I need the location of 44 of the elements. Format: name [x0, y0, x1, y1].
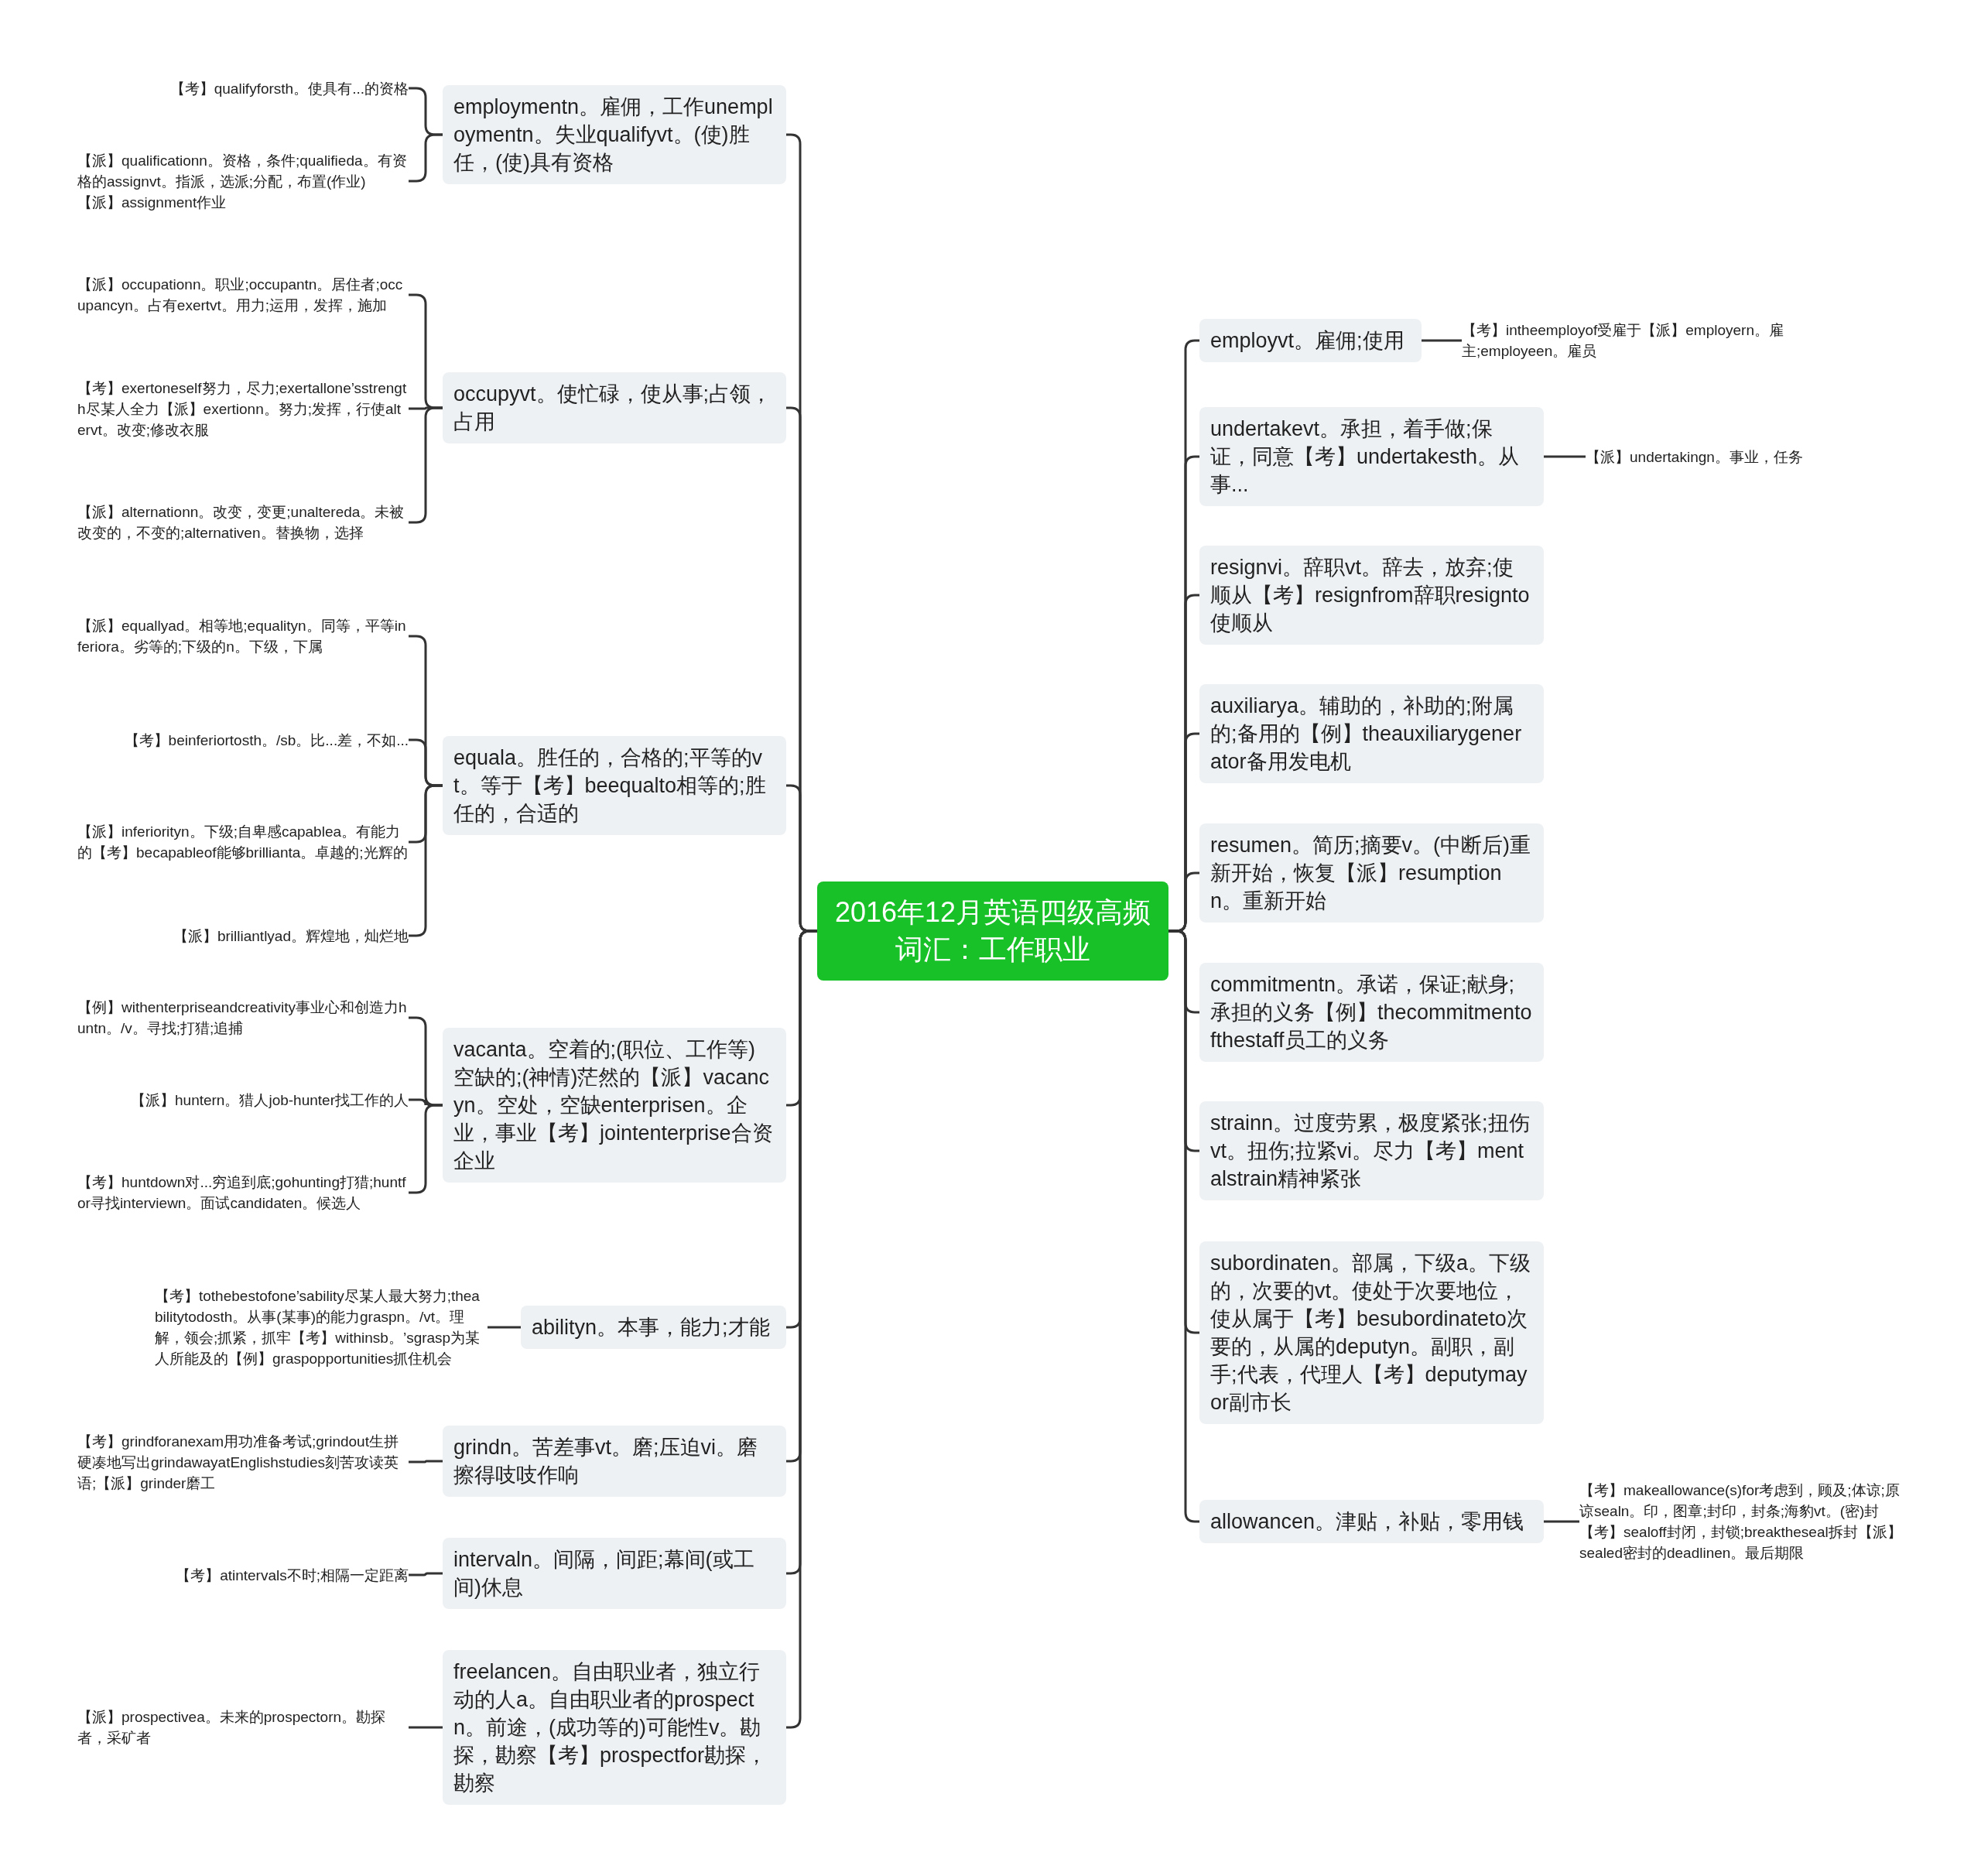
topic-box: auxiliarya。辅助的，补助的;附属的;备用的【例】theauxiliarygenerator备用发电机 [1199, 684, 1544, 783]
subtopic-text: 【考】grindforanexam用功准备考试;grindout生拼硬凑地写出grindawayatEnglishstudies刻苦攻读英语;【派】grinder磨工 [77, 1430, 409, 1494]
subtopic-text: 【例】withenterpriseandcreativity事业心和创造力huntn。/v。寻找;打猎;追捕 [77, 997, 409, 1039]
connector-line [1544, 1520, 1579, 1523]
subtopic-text: 【派】qualificationn。资格，条件;qualifieda。有资格的assignvt。指派，选派;分配，布置(作业)【派】assignment作业 [77, 149, 409, 213]
subtopic-text: 【考】atintervals不时;相隔一定距离 [176, 1564, 409, 1586]
topic-box: subordinaten。部属，下级a。下级的，次要的vt。使处于次要地位，使从属于【考】besubordinateto次要的，从属的deputyn。副职，副手;代表，代理人【考】deputymayor副市长 [1199, 1241, 1544, 1424]
topic-box: employmentn。雇佣，工作unemploymentn。失业qualifyvt。(使)胜任，(使)具有资格 [443, 85, 786, 184]
topic-box: undertakevt。承担，着手做;保证，同意【考】undertakesth。从事... [1199, 407, 1544, 506]
central-topic: 2016年12月英语四级高频词汇：工作职业 [817, 882, 1168, 981]
topic-box: vacanta。空着的;(职位、工作等)空缺的;(神情)茫然的【派】vacancyn。空处，空缺enterprisen。企业，事业【考】jointenterprise合资企业 [443, 1028, 786, 1183]
topic-box: equala。胜任的，合格的;平等的vt。等于【考】beequalto相等的;胜任的，合适的 [443, 736, 786, 835]
topic-box: freelancen。自由职业者，独立行动的人a。自由职业者的prospectn。前途，(成功等的)可能性v。勘探，勘察【考】prospectfor勘探，勘察 [443, 1650, 786, 1805]
connector-line [1422, 339, 1462, 342]
topic-box: allowancen。津贴，补贴，零用钱 [1199, 1500, 1544, 1543]
connector-line [488, 1326, 521, 1329]
connector-line [409, 1460, 443, 1463]
connector-line [409, 1726, 443, 1729]
subtopic-text: 【考】intheemployof受雇于【派】employern。雇主;employeen。雇员 [1462, 320, 1787, 361]
topic-box: commitmentn。承诺，保证;献身;承担的义务【例】thecommitmentofthestaff员工的义务 [1199, 963, 1544, 1062]
subtopic-text: 【考】beinferiortosth。/sb。比...差，不如... [124, 729, 409, 751]
subtopic-text: 【考】tothebestofone’sability尽某人最大努力;theabilitytodosth。从事(某事)的能力graspn。/vt。理解，领会;抓紧，抓牢【考】withinsb。’sgrasp为某人所能及的【例】graspopportunities抓住机会 [155, 1285, 488, 1369]
subtopic-text: 【派】alternationn。改变，变更;unaltereda。未被改变的，不变的;alternativen。替换物，选择 [77, 502, 409, 543]
connector-line [409, 1572, 443, 1576]
subtopic-text: 【派】prospectivea。未来的prospectorn。勘探者，采矿者 [77, 1707, 409, 1748]
topic-box: abilityn。本事，能力;才能 [521, 1306, 786, 1349]
subtopic-text: 【考】qualifyforsth。使具有...的资格 [169, 77, 409, 99]
topic-box: grindn。苦差事vt。磨;压迫vi。磨擦得吱吱作响 [443, 1426, 786, 1497]
subtopic-text: 【派】huntern。猎人job-hunter找工作的人 [131, 1089, 409, 1111]
subtopic-text: 【考】huntdown对...穷追到底;gohunting打猎;huntfor寻找interviewn。面试candidaten。候选人 [77, 1172, 409, 1214]
subtopic-text: 【考】exertoneself努力，尽力;exertallone’sstrength尽某人全力【派】exertionn。努力;发挥，行使altervt。改变;修改衣服 [77, 377, 409, 440]
subtopic-text: 【派】brilliantlyad。辉煌地，灿烂地 [173, 925, 409, 947]
topic-box: employvt。雇佣;使用 [1199, 319, 1422, 362]
subtopic-text: 【考】makeallowance(s)for考虑到，顾及;体谅;原谅sealn。印，图章;封印，封条;海豹vt。(密)封【考】sealoff封闭，封锁;breaktheseal拆封【派】sealed密封的deadlinen。最后期限 [1579, 1480, 1904, 1563]
topic-box: occupyvt。使忙碌，使从事;占领，占用 [443, 372, 786, 443]
topic-box: resignvi。辞职vt。辞去，放弃;使顺从【考】resignfrom辞职resignto使顺从 [1199, 546, 1544, 645]
topic-box: resumen。简历;摘要v。(中断后)重新开始，恢复【派】resumptionn。重新开始 [1199, 823, 1544, 923]
topic-box: intervaln。间隔，间距;幕间(或工间)休息 [443, 1538, 786, 1609]
subtopic-text: 【派】undertakingn。事业，任务 [1586, 446, 1803, 467]
subtopic-text: 【派】inferiorityn。下级;自卑感capablea。有能力的【考】becapableof能够brillianta。卓越的;光辉的 [77, 821, 409, 863]
subtopic-text: 【派】equallyad。相等地;equalityn。同等，平等inferiora。劣等的;下级的n。下级，下属 [77, 615, 409, 657]
subtopic-text: 【派】occupationn。职业;occupantn。居住者;occupancyn。占有exertvt。用力;运用，发挥，施加 [77, 274, 409, 316]
connector-line [1544, 455, 1586, 458]
topic-box: strainn。过度劳累，极度紧张;扭伤vt。扭伤;拉紧vi。尽力【考】mentalstrain精神紧张 [1199, 1101, 1544, 1200]
